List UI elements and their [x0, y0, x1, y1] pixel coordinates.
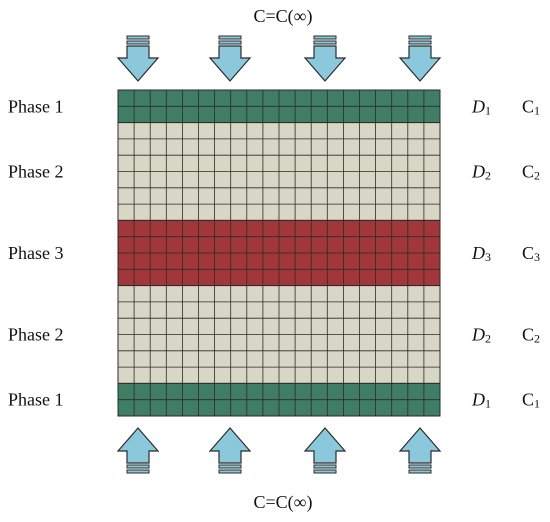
bottom-arrow-group — [116, 427, 442, 474]
phase-labels: Phase 1 Phase 2 Phase 3 Phase 2 Phase 1 — [8, 96, 64, 409]
phase-label: Phase 2 — [8, 162, 64, 182]
concentration-label: C3 — [522, 243, 540, 264]
diffusivity-label: D2 — [471, 325, 491, 346]
concentration-label: C2 — [522, 162, 540, 183]
layer-1-phase1 — [117, 89, 441, 124]
bottom-boundary-condition: C=C(∞) — [254, 492, 313, 513]
diffusivity-label: D3 — [471, 243, 491, 264]
diffusivity-label: D1 — [471, 96, 491, 117]
top-arrow-group — [116, 35, 442, 82]
up-arrow-icon — [303, 427, 347, 474]
concentration-label: C2 — [522, 325, 540, 346]
down-arrow-icon — [398, 35, 442, 82]
phase-label: Phase 1 — [8, 390, 64, 410]
up-arrow-icon — [208, 427, 252, 474]
down-arrow-icon — [303, 35, 347, 82]
phase-label: Phase 2 — [8, 325, 64, 345]
layer-3-phase3 — [117, 219, 441, 287]
top-boundary-condition: C=C(∞) — [254, 6, 313, 27]
diffusivity-label: D2 — [471, 162, 491, 183]
diffusivity-label: D1 — [471, 390, 491, 411]
layer-2-phase2 — [117, 122, 441, 221]
layer-5-phase1 — [117, 382, 441, 417]
phase-label: Phase 1 — [8, 96, 64, 116]
phase-grid — [117, 89, 441, 417]
down-arrow-icon — [208, 35, 252, 82]
concentration-label: C1 — [522, 390, 540, 411]
up-arrow-icon — [116, 427, 160, 474]
concentration-label: C1 — [522, 96, 540, 117]
layer-4-phase2 — [117, 285, 441, 384]
up-arrow-icon — [398, 427, 442, 474]
down-arrow-icon — [116, 35, 160, 82]
phase-label: Phase 3 — [8, 243, 64, 263]
